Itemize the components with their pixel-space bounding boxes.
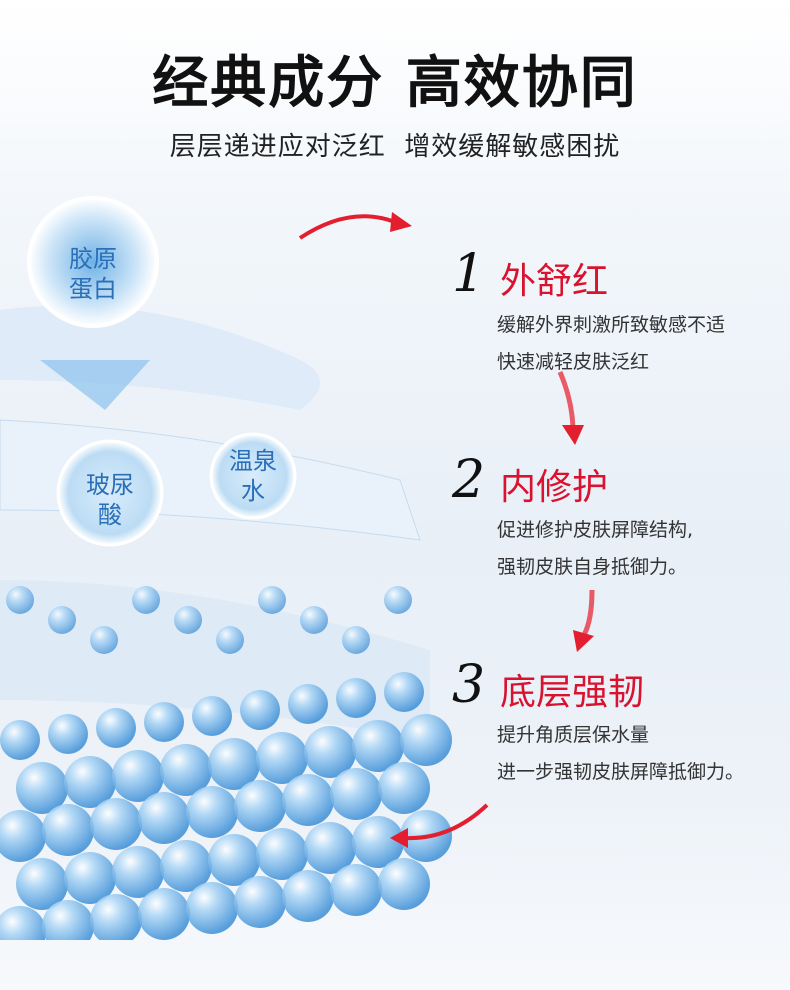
step-number: 1: [452, 244, 486, 304]
water-ball: [304, 726, 356, 778]
step-title: 内修护: [500, 467, 609, 508]
water-ball: [258, 586, 286, 614]
ingredient-label: 酸: [98, 501, 122, 529]
step-description: 缓解外界刺激所致敏感不适 快速减轻皮肤泛红: [497, 307, 725, 381]
water-ball: [160, 744, 212, 796]
water-ball: [352, 720, 404, 772]
water-ball: [300, 606, 328, 634]
page-subtitle: 层层递进应对泛红 增效缓解敏感困扰: [169, 132, 621, 162]
hyaluronic-orb: [56, 439, 164, 547]
water-ball: [352, 816, 404, 868]
water-ball: [384, 586, 412, 614]
water-ball: [288, 684, 328, 724]
water-ball: [240, 690, 280, 730]
ingredient-label: 玻尿: [86, 471, 134, 499]
water-ball: [16, 858, 68, 910]
ingredient-hyaluronic-acid: 玻尿 酸: [50, 470, 170, 530]
description-line: 促进修护皮肤屏障结构,: [497, 519, 694, 541]
description-line: 进一步强韧皮肤屏障抵御力。: [497, 761, 745, 783]
water-ball: [96, 708, 136, 748]
water-ball: [64, 852, 116, 904]
water-ball: [304, 822, 356, 874]
collagen-orb: [27, 196, 159, 328]
down-arrow-2-icon: [581, 589, 595, 637]
ingredient-label: 蛋白: [69, 275, 117, 303]
water-ball: [64, 756, 116, 808]
curved-arrow-top-icon: [298, 214, 396, 240]
water-ball: [0, 720, 40, 760]
description-line: 缓解外界刺激所致敏感不适: [497, 314, 726, 336]
water-ball: [16, 762, 68, 814]
layered-skin-illustration: [0, 196, 452, 940]
page-title: 经典成分 高效协同: [152, 51, 638, 116]
water-ball: [384, 672, 424, 712]
water-ball: [336, 678, 376, 718]
water-ball: [112, 750, 164, 802]
ingredient-spring-water: 温泉 水: [193, 446, 313, 506]
water-ball: [0, 906, 46, 940]
ingredient-label: 水: [241, 477, 265, 505]
water-ball: [234, 780, 286, 832]
water-ball: [256, 732, 308, 784]
water-ball: [42, 900, 94, 940]
water-ball: [112, 846, 164, 898]
step-number: 3: [452, 655, 486, 715]
water-ball: [174, 606, 202, 634]
ingredient-collagen: 胶原 蛋白: [33, 244, 153, 304]
water-ball: [342, 626, 370, 654]
curved-arrow-bottom-icon: [404, 803, 489, 841]
water-ball: [186, 786, 238, 838]
water-ball: [0, 810, 46, 862]
water-ball: [90, 894, 142, 940]
step-title: 底层强韧: [500, 672, 645, 713]
water-ball: [330, 864, 382, 916]
water-ball: [282, 870, 334, 922]
water-ball: [234, 876, 286, 928]
water-ball: [378, 858, 430, 910]
step-description: 促进修护皮肤屏障结构, 强韧皮肤自身抵御力。: [497, 512, 693, 586]
water-ball: [400, 714, 452, 766]
water-ball: [48, 714, 88, 754]
step-description: 提升角质层保水量 进一步强韧皮肤屏障抵御力。: [497, 717, 744, 791]
water-ball: [132, 586, 160, 614]
water-ball: [6, 586, 34, 614]
down-arrow-shape: [40, 360, 150, 410]
water-ball: [48, 606, 76, 634]
step-title: 外舒红: [500, 261, 609, 302]
water-ball: [330, 768, 382, 820]
water-ball: [282, 774, 334, 826]
water-ball: [138, 792, 190, 844]
down-arrow-1-icon: [557, 371, 576, 429]
water-ball: [208, 738, 260, 790]
water-ball: [192, 696, 232, 736]
description-line: 强韧皮肤自身抵御力。: [497, 556, 688, 578]
step-number: 2: [452, 450, 486, 510]
water-ball: [42, 804, 94, 856]
water-ball: [378, 762, 430, 814]
water-ball: [138, 888, 190, 940]
water-ball: [256, 828, 308, 880]
water-ball: [90, 626, 118, 654]
water-ball: [216, 626, 244, 654]
ingredient-label: 胶原: [69, 245, 117, 273]
top-layer: [0, 305, 320, 410]
water-ball: [144, 702, 184, 742]
description-line: 提升角质层保水量: [497, 724, 650, 746]
water-ball: [208, 834, 260, 886]
water-ball: [90, 798, 142, 850]
water-ball: [160, 840, 212, 892]
spring-water-orb: [209, 432, 297, 520]
water-ball: [186, 882, 238, 934]
ingredient-label: 温泉: [229, 447, 277, 475]
description-line: 快速减轻皮肤泛红: [497, 351, 650, 373]
